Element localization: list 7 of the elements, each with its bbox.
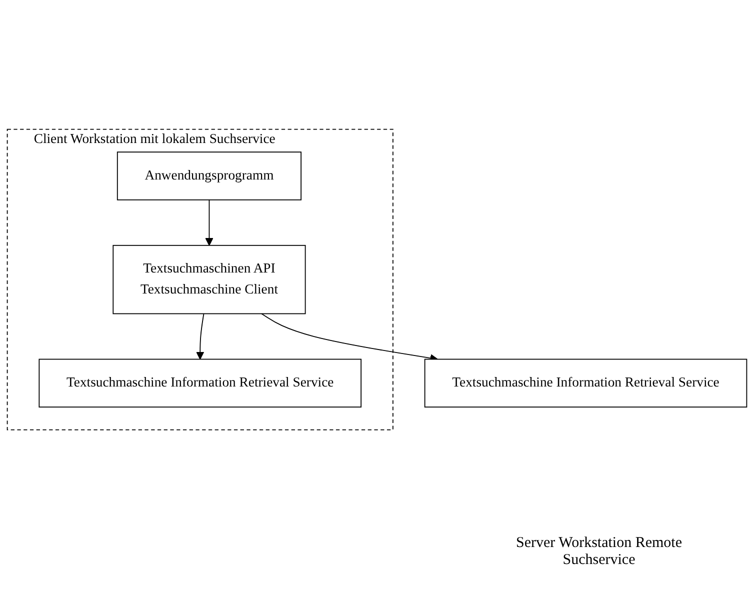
- node-box: Textsuchmaschinen API Textsuchmaschine Client: [112, 245, 306, 315]
- arrow: [205, 200, 214, 246]
- arrow: [196, 314, 204, 360]
- caption-text: Server Workstation Remote Suchservice: [515, 535, 683, 569]
- node-box: Textsuchmaschine Information Retrieval Service: [38, 359, 362, 408]
- node-box: Textsuchmaschine Information Retrieval Service: [424, 359, 748, 408]
- node-box: Anwendungsprogramm: [116, 152, 302, 201]
